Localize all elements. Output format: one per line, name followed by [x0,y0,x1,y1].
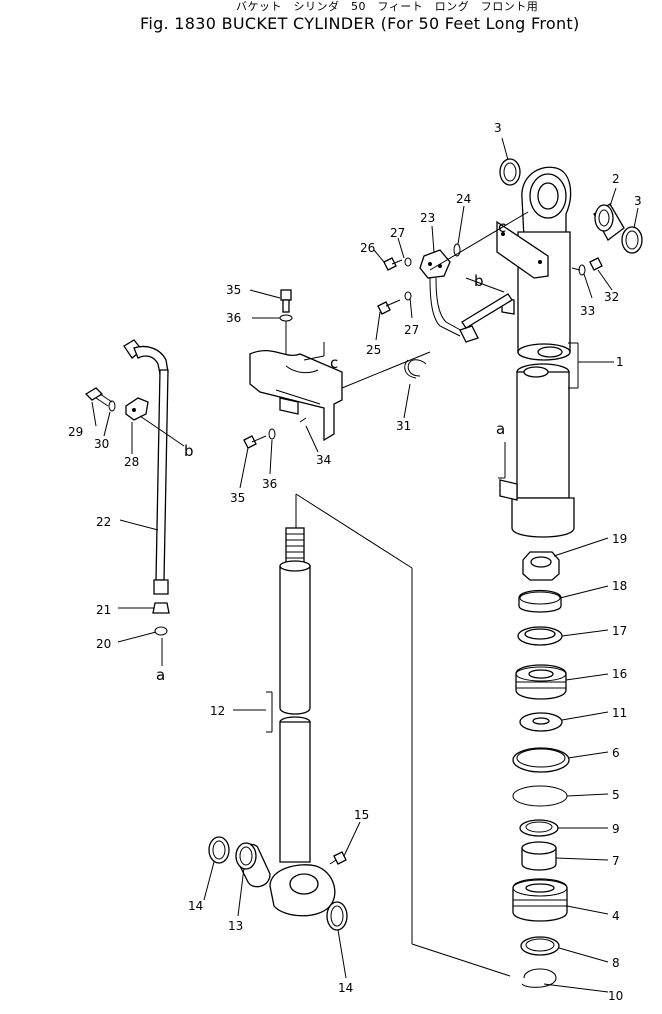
label-2: 2 [612,172,620,186]
hose-pipe-assembly [84,339,170,636]
label-24: 24 [456,192,471,206]
label-35-bottom: 35 [230,491,245,505]
label-27-top: 27 [390,226,405,240]
ref-c-tube: c [498,218,506,236]
label-5: 5 [612,788,620,802]
part-12-bracket [233,691,273,733]
ref-b-tube: b [474,272,484,290]
label-17: 17 [612,624,627,638]
cylinder-tube-drawing [496,166,575,538]
label-6: 6 [612,746,620,760]
label-10: 10 [608,989,623,1003]
figure-title: Fig. 1830 BUCKET CYLINDER (For 50 Feet L… [140,14,580,33]
label-13: 13 [228,919,243,933]
label-27-bottom: 27 [404,323,419,337]
label-33: 33 [580,304,595,318]
label-9: 9 [612,822,620,836]
label-8: 8 [612,956,620,970]
label-22: 22 [96,515,111,529]
leader-lines [91,137,639,993]
label-32: 32 [604,290,619,304]
label-16: 16 [612,667,627,681]
assembly-bracket-line [295,493,511,977]
label-26: 26 [360,241,375,255]
bolts-35-36 [243,289,293,449]
label-35-top: 35 [226,283,241,297]
label-30: 30 [94,437,109,451]
label-1: 1 [616,355,624,369]
reference-letters: c b c b a a [156,218,506,684]
label-36-bottom: 36 [262,477,277,491]
line-c-to-bracket [303,342,325,361]
label-14-left: 14 [188,899,203,913]
line-b-to-clamp [139,415,185,447]
bolts-32-33 [571,257,603,276]
label-4: 4 [612,909,620,923]
title-japanese: バケット シリンダ 50 フィート ロング フロント用 [236,0,539,13]
head-bushing-and-seals [499,158,643,254]
label-31: 31 [396,419,411,433]
label-21: 21 [96,603,111,617]
label-12: 12 [210,704,225,718]
ref-b-clamp: b [184,442,194,460]
label-29: 29 [68,425,83,439]
label-20: 20 [96,637,111,651]
label-34: 34 [316,453,331,467]
ref-c-bracket: c [330,354,338,372]
label-7: 7 [612,854,620,868]
label-3-right: 3 [634,194,642,208]
label-36-top: 36 [226,311,241,325]
line-a-on-tube [498,442,506,479]
part-labels: 3 2 3 24 23 27 26 27 25 31 33 32 1 35 36… [68,121,642,1003]
ref-a-fitting: a [156,666,165,684]
label-23: 23 [420,211,435,225]
ref-a-tube: a [496,420,505,438]
label-28: 28 [124,455,139,469]
label-25: 25 [366,343,381,357]
label-15: 15 [354,808,369,822]
piston-parts-stack [512,551,570,988]
support-bracket [249,349,343,442]
label-19: 19 [612,532,627,546]
rod-eye-parts [208,836,348,931]
label-18: 18 [612,579,627,593]
piston-rod-drawing [269,527,336,917]
reference-lines [341,211,529,389]
label-11: 11 [612,706,627,720]
upper-pipe-assembly [377,243,513,379]
part-1-bracket [568,342,614,389]
label-14-bottom: 14 [338,981,353,995]
label-3-top: 3 [494,121,502,135]
